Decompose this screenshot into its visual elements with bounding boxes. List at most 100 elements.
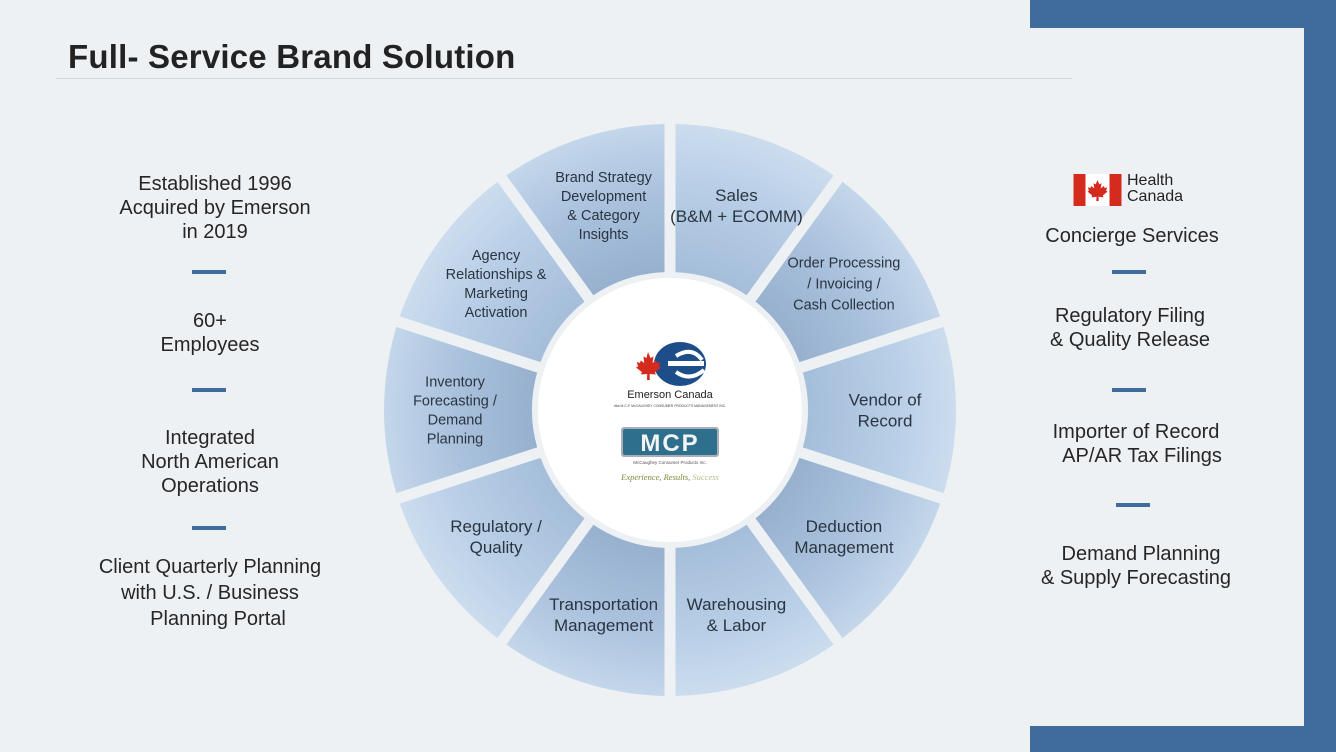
wheel-center-disc	[538, 278, 802, 542]
left-item-line: Employees	[160, 334, 260, 356]
right-divider-dash	[1116, 503, 1150, 507]
wheel-segment-label-line: Inventory	[425, 375, 485, 391]
right-item-regulatory: Regulatory Filing & Quality Release	[1010, 304, 1250, 352]
left-divider-dash	[192, 388, 226, 392]
wheel-segment-label-line: Management	[794, 538, 894, 557]
wheel-segment	[399, 181, 585, 363]
left-item-line: Integrated	[164, 427, 256, 449]
wheel-segment-label: Order Processing / Invoicing / Cash Collec…	[788, 256, 901, 314]
wheel-segment-label-line: Management	[554, 616, 654, 635]
wheel-segment-label-line: Vendor of	[849, 390, 922, 409]
right-divider-dash	[1112, 270, 1146, 274]
left-item-line: Established 1996	[138, 173, 292, 195]
wheel-segment-label-line: Relationships &	[446, 267, 547, 283]
emerson-logo	[636, 342, 706, 386]
left-item-planning: Client Quarterly Planning with U.S. / Bu…	[80, 554, 340, 632]
health-canada-line: Health	[1127, 172, 1174, 189]
left-item-line: in 2019	[182, 221, 248, 243]
left-item-line: Operations	[161, 475, 259, 497]
left-item-line: Planning Portal	[150, 608, 286, 630]
right-item-demand: Demand Planning & Supply Forecasting	[1016, 542, 1256, 590]
left-item-operations: Integrated North American Operations	[90, 426, 330, 498]
wheel-segment-label-line: Brand Strategy	[555, 170, 652, 186]
wheel-segment-label-line: Regulatory /	[450, 517, 542, 536]
mcp-tagline: Experience, Results, Success	[620, 472, 719, 482]
left-item-established: Established 1996 Acquired by Emerson in …	[90, 172, 340, 244]
wheel-segment-label-line: & Labor	[707, 616, 767, 635]
wheel-segment-label-line: Warehousing	[687, 595, 787, 614]
health-canada-wordmark: Health Canada	[1127, 173, 1183, 205]
wheel-segment-label: Regulatory / Quality	[450, 517, 542, 557]
wheel-segment-label: Sales (B&M + ECOMM)	[670, 186, 803, 226]
wheel-segment	[384, 326, 538, 494]
right-item-line: Demand Planning	[1061, 543, 1221, 565]
wheel-segment-label-line: Activation	[465, 305, 528, 321]
wheel-segment	[399, 457, 585, 639]
wheel-segment-label-line: (B&M + ECOMM)	[670, 207, 803, 226]
wheel-segment-label-line: Marketing	[464, 286, 528, 302]
left-divider-dash	[192, 270, 226, 274]
wheel-segment-label-line: Sales	[715, 186, 758, 205]
wheel-segment-label-line: Planning	[427, 432, 483, 448]
wheel-segment	[506, 524, 665, 696]
wheel-segment-label-line: Deduction	[806, 517, 883, 536]
right-item-line: Concierge Services	[1045, 225, 1219, 247]
left-item-line: 60+	[193, 310, 227, 332]
emerson-subtitle: dba M.C.P. McCAUGHEY CONSUMER PRODUCTS M…	[614, 404, 726, 408]
mcp-logo: MCP	[621, 427, 719, 457]
frame-right-band	[1304, 0, 1336, 752]
wheel-segment-label-line: Development	[561, 189, 646, 205]
right-item-importer: Importer of Record AP/AR Tax Filings	[1016, 420, 1256, 468]
health-canada-line: Canada	[1127, 188, 1184, 205]
left-item-line: Acquired by Emerson	[119, 197, 311, 219]
mcp-tagline-main: Experience, Results,	[620, 472, 690, 482]
left-item-line: North American	[141, 451, 279, 473]
right-item-line: Importer of Record	[1052, 421, 1220, 443]
wheel-segment	[755, 181, 941, 363]
frame-bottom-band	[1030, 726, 1336, 752]
wheel-segment	[675, 124, 834, 296]
right-item-concierge: Concierge Services	[1012, 224, 1252, 248]
wheel-segment-label-line: Demand	[428, 413, 483, 429]
wheel-segment-label-line: Transportation	[549, 595, 658, 614]
wheel-segment-label-line: Forecasting /	[413, 394, 498, 410]
right-item-line: & Supply Forecasting	[1040, 567, 1232, 589]
left-item-employees: 60+ Employees	[90, 309, 330, 357]
wheel-segment-label-line: Cash Collection	[793, 298, 895, 314]
emerson-name: Emerson Canada	[627, 389, 713, 401]
title-divider	[56, 78, 1072, 79]
mcp-tagline-accent: Success	[690, 472, 719, 482]
wheel-segment-label: Vendor of Record	[849, 390, 922, 430]
right-item-line: Regulatory Filing	[1054, 305, 1206, 327]
mcp-subtitle: McCaughey Consumer Products Inc.	[633, 460, 707, 465]
maple-leaf-icon	[636, 352, 661, 380]
wheel-segment	[506, 124, 665, 296]
mcp-logo-text: MCP	[640, 430, 699, 457]
wheel-segment	[675, 524, 834, 696]
wheel-segment-label-line: / Invoicing /	[807, 277, 881, 293]
wheel-segment	[802, 326, 956, 494]
wheel-segment-label-line: Insights	[579, 227, 629, 243]
right-item-line: & Quality Release	[1049, 329, 1211, 351]
wheel-segment-label-line: Order Processing	[788, 256, 901, 272]
wheel-segment-label-line: Agency	[472, 248, 521, 264]
slide-title: Full- Service Brand Solution	[68, 38, 516, 75]
canada-flag-icon	[1073, 174, 1122, 206]
frame-top-band	[1030, 0, 1336, 28]
left-divider-dash	[192, 526, 226, 530]
wheel-segment-label-line: Record	[858, 411, 913, 430]
left-item-line: with U.S. / Business	[121, 582, 299, 604]
service-wheel: Sales (B&M + ECOMM) Order Processing / Invo…	[384, 124, 956, 696]
wheel-segment-label-line: & Category	[567, 208, 640, 224]
wheel-segment-label: Warehousing & Labor	[687, 595, 787, 635]
left-item-line: Client Quarterly Planning	[98, 556, 322, 578]
right-item-line: AP/AR Tax Filings	[1062, 445, 1222, 467]
right-divider-dash	[1112, 388, 1146, 392]
wheel-segment	[755, 457, 941, 639]
wheel-segment-label-line: Quality	[470, 538, 523, 557]
